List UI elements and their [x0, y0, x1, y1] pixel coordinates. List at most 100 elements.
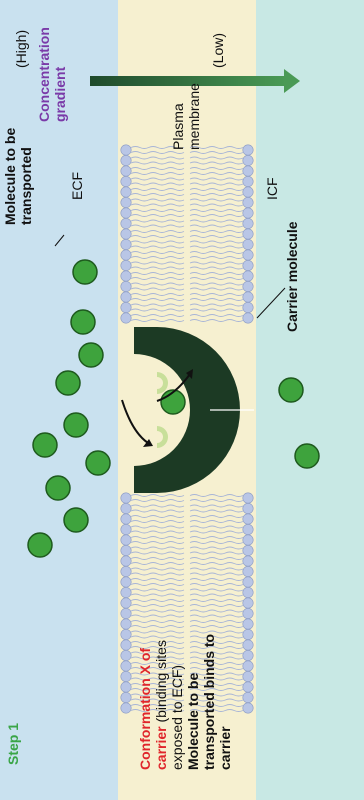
- carrier-label: Carrier molecule: [284, 221, 300, 332]
- phospholipid-head-icon: [121, 218, 131, 228]
- step-label: Step 1: [5, 723, 21, 765]
- gradient-title-line-1: Concentration: [36, 27, 52, 122]
- phospholipid-head-icon: [121, 577, 131, 587]
- caption-line-3: exposed to ECF): [169, 665, 185, 770]
- phospholipid-head-icon: [121, 608, 131, 618]
- phospholipid-head-icon: [243, 556, 253, 566]
- phospholipid-head-icon: [121, 524, 131, 534]
- phospholipid-head-icon: [121, 292, 131, 302]
- caption-line-4: Molecule to be: [185, 673, 201, 770]
- molecule-icon: [64, 508, 88, 532]
- phospholipid-head-icon: [243, 661, 253, 671]
- caption-line-5: transported binds to: [201, 634, 217, 770]
- phospholipid-head-icon: [243, 187, 253, 197]
- phospholipid-head-icon: [121, 145, 131, 155]
- phospholipid-head-icon: [243, 650, 253, 660]
- phospholipid-head-icon: [243, 493, 253, 503]
- molecule-icon: [79, 343, 103, 367]
- phospholipid-head-icon: [121, 302, 131, 312]
- phospholipid-head-icon: [121, 187, 131, 197]
- phospholipid-head-icon: [243, 524, 253, 534]
- phospholipid-head-icon: [121, 619, 131, 629]
- molecule-label-line-2: transported: [18, 147, 34, 225]
- membrane-label-line-1: Plasma: [170, 103, 186, 150]
- phospholipid-head-icon: [243, 229, 253, 239]
- phospholipid-head-icon: [243, 155, 253, 165]
- phospholipid-head-icon: [243, 260, 253, 270]
- phospholipid-head-icon: [121, 682, 131, 692]
- phospholipid-head-icon: [121, 556, 131, 566]
- phospholipid-head-icon: [121, 598, 131, 608]
- phospholipid-head-icon: [121, 503, 131, 513]
- icf-region: [256, 0, 364, 800]
- phospholipid-head-icon: [121, 514, 131, 524]
- phospholipid-head-icon: [121, 650, 131, 660]
- phospholipid-head-icon: [243, 313, 253, 323]
- phospholipid-head-icon: [121, 250, 131, 260]
- phospholipid-head-icon: [243, 271, 253, 281]
- caption-line-6: carrier: [217, 726, 233, 770]
- phospholipid-head-icon: [243, 535, 253, 545]
- caption-line-1: Conformation X of: [137, 648, 153, 770]
- phospholipid-head-icon: [121, 313, 131, 323]
- phospholipid-head-icon: [243, 682, 253, 692]
- phospholipid-head-icon: [121, 692, 131, 702]
- phospholipid-head-icon: [243, 703, 253, 713]
- molecule-icon: [86, 451, 110, 475]
- molecule-icon: [33, 433, 57, 457]
- molecule-icon: [73, 260, 97, 284]
- phospholipid-head-icon: [121, 239, 131, 249]
- phospholipid-head-icon: [243, 145, 253, 155]
- phospholipid-head-icon: [121, 566, 131, 576]
- molecule-icon: [161, 390, 185, 414]
- caption-line-2: carrier (binding sites: [153, 640, 169, 770]
- molecule-icon: [46, 476, 70, 500]
- phospholipid-head-icon: [121, 629, 131, 639]
- gradient-high-label: (High): [13, 30, 29, 68]
- phospholipid-head-icon: [243, 545, 253, 555]
- phospholipid-head-icon: [121, 281, 131, 291]
- phospholipid-head-icon: [121, 545, 131, 555]
- phospholipid-head-icon: [121, 535, 131, 545]
- phospholipid-head-icon: [243, 208, 253, 218]
- phospholipid-head-icon: [121, 260, 131, 270]
- phospholipid-head-icon: [121, 197, 131, 207]
- phospholipid-head-icon: [243, 640, 253, 650]
- phospholipid-head-icon: [121, 155, 131, 165]
- phospholipid-head-icon: [243, 692, 253, 702]
- phospholipid-head-icon: [243, 503, 253, 513]
- phospholipid-head-icon: [121, 493, 131, 503]
- molecule-icon: [295, 444, 319, 468]
- phospholipid-head-icon: [121, 176, 131, 186]
- phospholipid-head-icon: [243, 281, 253, 291]
- molecule-icon: [28, 533, 52, 557]
- molecule-icon: [56, 371, 80, 395]
- membrane-label-line-2: membrane: [186, 83, 202, 150]
- phospholipid-head-icon: [243, 671, 253, 681]
- phospholipid-head-icon: [243, 166, 253, 176]
- phospholipid-head-icon: [243, 302, 253, 312]
- phospholipid-head-icon: [243, 629, 253, 639]
- molecule-icon: [279, 378, 303, 402]
- molecule-icon: [71, 310, 95, 334]
- phospholipid-head-icon: [243, 239, 253, 249]
- phospholipid-head-icon: [121, 271, 131, 281]
- phospholipid-head-icon: [243, 514, 253, 524]
- phospholipid-head-icon: [121, 166, 131, 176]
- gradient-title-line-2: gradient: [52, 66, 68, 122]
- phospholipid-head-icon: [243, 218, 253, 228]
- phospholipid-head-icon: [243, 598, 253, 608]
- phospholipid-head-icon: [121, 640, 131, 650]
- phospholipid-head-icon: [243, 619, 253, 629]
- phospholipid-head-icon: [243, 250, 253, 260]
- icf-label: ICF: [264, 177, 280, 200]
- phospholipid-head-icon: [243, 566, 253, 576]
- phospholipid-head-icon: [121, 229, 131, 239]
- phospholipid-head-icon: [243, 292, 253, 302]
- phospholipid-head-icon: [243, 176, 253, 186]
- phospholipid-head-icon: [243, 577, 253, 587]
- phospholipid-head-icon: [243, 608, 253, 618]
- phospholipid-head-icon: [243, 197, 253, 207]
